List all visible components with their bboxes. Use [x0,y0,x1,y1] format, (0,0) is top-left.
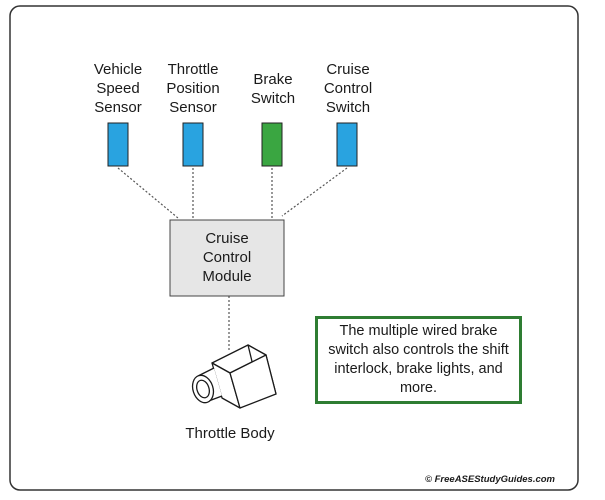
vehicle-speed-sensor-block [107,122,129,167]
brake-switch-label: Brake Switch [250,71,296,107]
brake-switch-block [261,122,283,167]
cruise-control-switch-block [336,122,358,167]
cruise-control-switch-label: Cruise Control Switch [323,61,373,116]
copyright-text: © FreeASEStudyGuides.com [424,474,555,485]
brake-switch-note: The multiple wired brake switch also con… [315,316,522,404]
throttle-body-label: Throttle Body [185,425,275,442]
throttle-position-sensor-label: Throttle Position Sensor [166,61,220,116]
throttle-position-sensor-block [182,122,204,167]
cruise-control-module-label: Cruise Control Module [202,230,252,285]
cruise-control-module-box [169,219,285,297]
wires [117,167,348,350]
throttle-body-icon [191,344,277,409]
wire-vss [117,167,179,219]
vehicle-speed-sensor-label: Vehicle Speed Sensor [93,61,143,116]
brake-switch-note-text: The multiple wired brake switch also con… [328,323,509,396]
wire-ccs [281,167,348,217]
